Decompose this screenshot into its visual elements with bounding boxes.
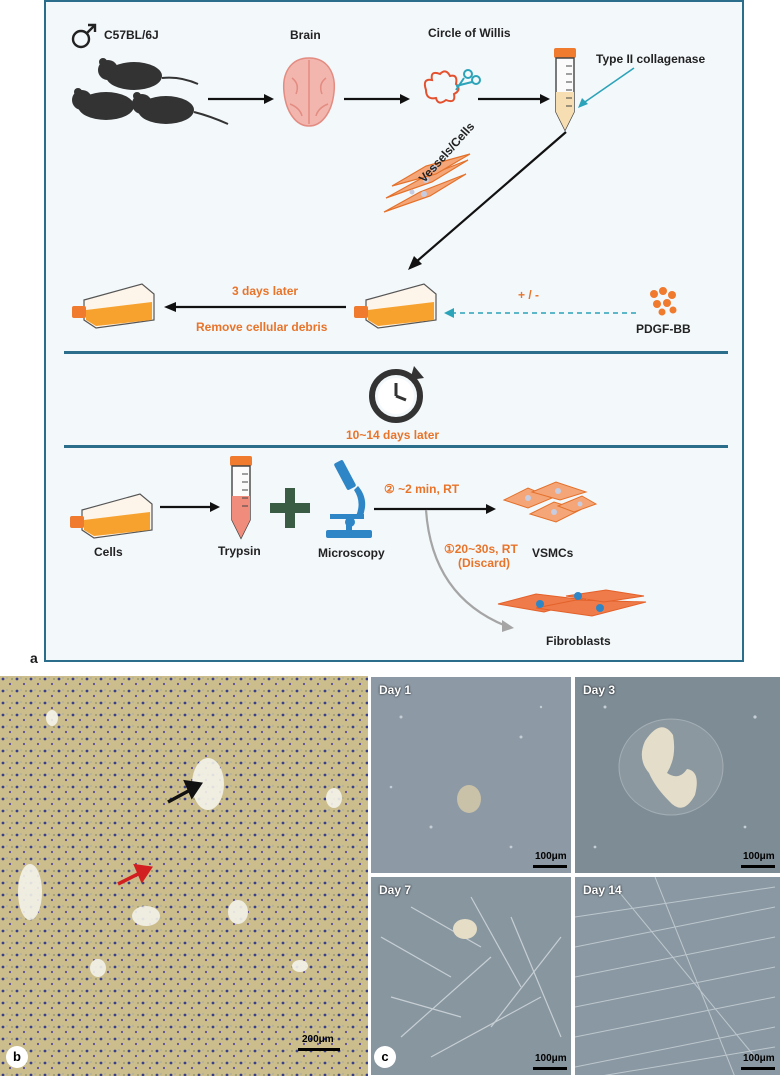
flask-left-icon [72,283,155,329]
cells-label: Cells [94,545,123,559]
day-3-image [593,705,757,849]
vsmcs-icon [502,481,598,523]
arrow-to-flask-icon [408,131,567,270]
day-label: Day 7 [379,883,412,897]
scale-bar [533,865,567,868]
arrow-to-brain-icon [208,94,274,104]
arrow-to-tube-icon [478,94,550,104]
mouse-strain-label: C57BL/6J [104,28,159,42]
pdgf-particles-icon [650,287,677,316]
arrow-to-vsmcs-icon [374,504,496,514]
plus-icon [270,488,310,528]
day-label: Day 14 [583,883,622,897]
day-14-image [575,877,776,1075]
day-label: Day 1 [379,683,412,697]
plus-minus-label: + / - [518,288,540,302]
day-7-image [380,896,562,1058]
remove-debris-label: Remove cellular debris [196,320,328,334]
panel-c-letter: c [374,1046,396,1068]
scale-bar [741,1067,775,1070]
circle-of-willis-icon [423,69,481,104]
fibroblasts-label: Fibroblasts [546,634,611,648]
trypsin-label: Trypsin [218,544,261,558]
scale-label: 100μm [743,851,775,862]
workflow-panel: C57BL/6J Brain Circle of Willis [44,0,744,662]
day-1-image [389,705,543,849]
tile-day-14: Day 14 100μm [574,876,781,1076]
scale-bar [533,1067,567,1070]
separator-top [64,351,728,354]
scale-label: 100μm [535,1053,567,1064]
step-two-label: ② ~2 min, RT [384,482,460,496]
trypsin-tube-icon [230,456,252,540]
histology-image: 200μm b [0,676,368,1076]
vessel-cells-icon [383,153,471,213]
scale-bar [741,865,775,868]
culture-grid: Day 1 100μm Day 3 100μm Day 7 100μm [368,676,781,1076]
flask-cells-icon [70,493,153,539]
panel-a-letter: a [30,650,38,666]
scale-bar-b [298,1048,340,1051]
brain-icon [282,57,336,127]
brain-label: Brain [290,28,321,42]
scale-label: 100μm [743,1053,775,1064]
tile-day-1: Day 1 100μm [370,676,572,874]
day-label: Day 3 [583,683,616,697]
tile-day-3: Day 3 100μm [574,676,781,874]
step-one-discard-label: (Discard) [458,556,511,570]
pdgf-label: PDGF-BB [636,322,691,336]
gray-arrow-fibroblasts-icon [424,509,514,632]
circle-of-willis-label: Circle of Willis [428,26,511,40]
mice-icon [72,58,229,125]
tile-day-7: Day 7 100μm [370,876,572,1076]
separator-bottom [64,445,728,448]
arrow-to-left-flask-icon [164,302,346,312]
arrow-to-circle-icon [344,94,410,104]
panel-b-letter: b [6,1046,28,1068]
microscopy-label: Microscopy [318,546,385,560]
flask-culture-icon [354,283,437,329]
microscope-icon [326,460,372,538]
male-symbol-icon [71,23,97,49]
pdgf-dashed-arrow-icon [444,308,636,318]
scale-label: 100μm [535,851,567,862]
days-later-label: 10~14 days later [346,428,440,442]
step-one-label: ①20~30s, RT [444,542,518,556]
collagenase-label: Type II collagenase [596,52,706,66]
vsmcs-label: VSMCs [532,546,574,560]
arrow-to-trypsin-icon [160,502,220,512]
collagenase-pointer-icon [578,67,635,108]
clock-icon [369,366,424,423]
three-days-label: 3 days later [232,284,299,298]
collagenase-tube-icon [554,48,576,132]
fibroblasts-icon [497,589,647,617]
histology-texture [0,676,368,1076]
scale-label-b: 200μm [302,1034,334,1045]
